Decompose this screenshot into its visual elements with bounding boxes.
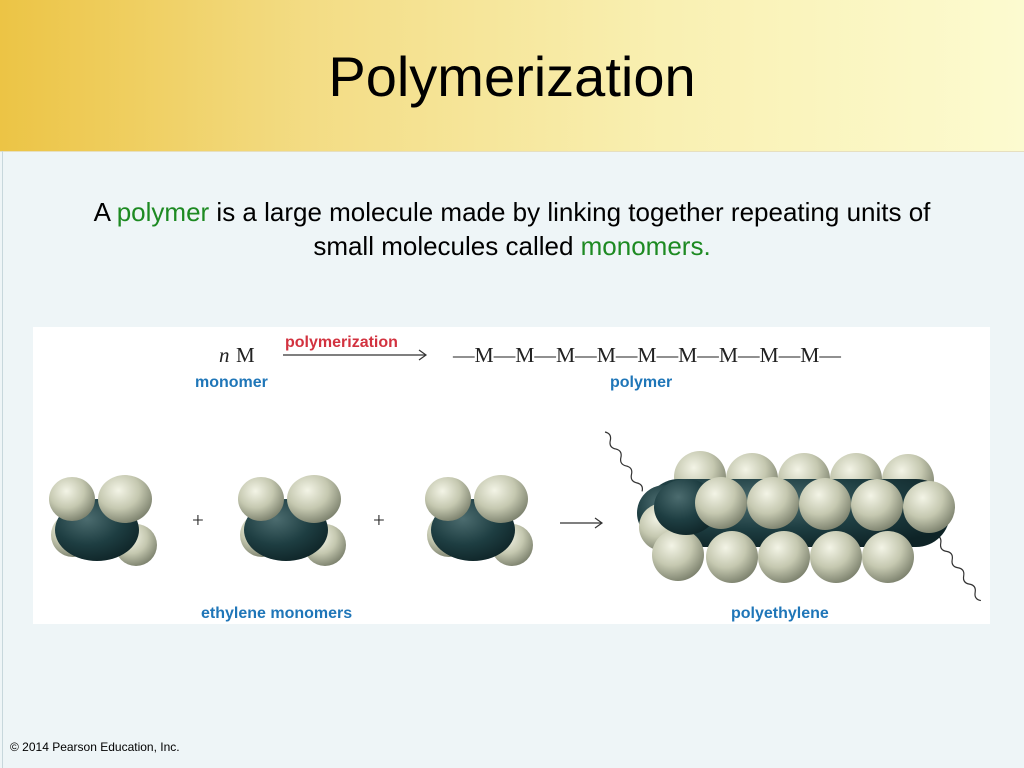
definition-text: A polymer is a large molecule made by li… (60, 195, 964, 263)
polymer-chain: —M—M—M—M—M—M—M—M—M— (452, 343, 842, 367)
ethylene-monomers-label: ethylene monomers (201, 605, 352, 622)
reaction-arrow-bottom (560, 517, 604, 529)
slide-title: Polymerization (328, 45, 696, 108)
monomer-label: monomer (195, 374, 268, 391)
monomer-symbol: M (236, 343, 255, 367)
plus-sign-1: + (192, 508, 204, 532)
definition-part-2: is a large molecule made by linking toge… (209, 197, 931, 261)
figure-canvas: n M polymerization —M—M—M—M—M—M—M—M—M— m… (49, 334, 982, 622)
plus-sign-2: + (373, 508, 385, 532)
polymer-label: polymer (610, 374, 672, 391)
left-rule (2, 151, 3, 768)
polyethylene-molecule (604, 431, 982, 602)
ethylene-molecule-3 (425, 475, 533, 566)
term-monomers: monomers. (580, 231, 711, 261)
polymerization-figure: n M polymerization —M—M—M—M—M—M—M—M—M— m… (33, 327, 990, 624)
polyethylene-label: polyethylene (731, 605, 829, 622)
chain-continues-right (934, 534, 982, 602)
title-banner (0, 0, 1024, 152)
chain-continues-left (604, 431, 643, 492)
ethylene-molecule-2 (238, 475, 346, 566)
reaction-arrow-top (283, 349, 428, 361)
term-polymer: polymer (116, 197, 210, 227)
polymerization-label: polymerization (285, 334, 398, 351)
n-coefficient: n (219, 343, 230, 367)
copyright-notice: © 2014 Pearson Education, Inc. (10, 740, 180, 754)
ethylene-molecule-1 (49, 475, 157, 566)
definition-part-1: A (93, 197, 117, 227)
